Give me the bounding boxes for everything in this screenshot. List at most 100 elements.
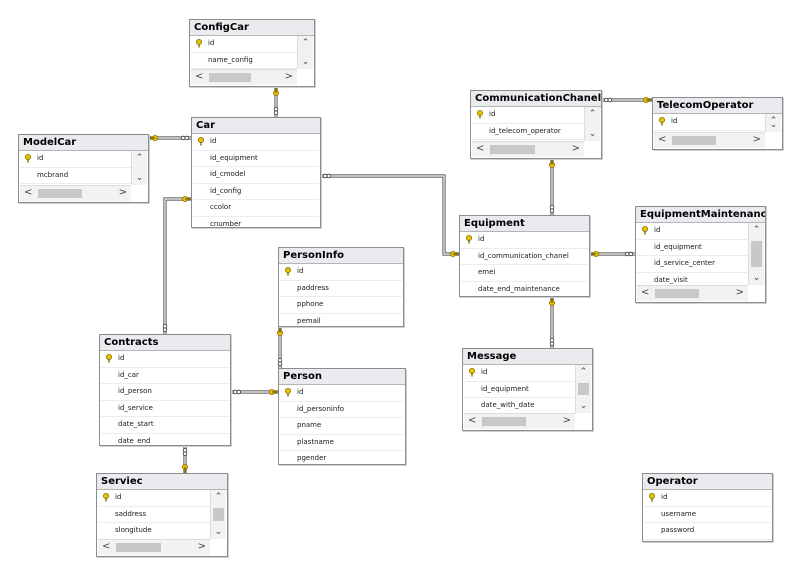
chevron-right-icon[interactable]: >: [284, 71, 293, 82]
column-row[interactable]: id: [654, 114, 765, 131]
column-row[interactable]: id_telecom_operator: [472, 124, 584, 140]
scroll-thumb[interactable]: [490, 145, 535, 154]
column-row[interactable]: id_equipment: [637, 240, 748, 256]
chevron-down-icon[interactable]: ⌄: [752, 273, 761, 283]
column-row[interactable]: pemail: [280, 314, 402, 326]
chevron-down-icon[interactable]: ⌄: [301, 57, 310, 67]
chevron-down-icon[interactable]: ⌄: [135, 173, 144, 183]
vertical-scrollbar[interactable]: ⌃⌄: [748, 223, 764, 285]
column-row[interactable]: id_communication_chanel: [461, 249, 588, 265]
column-row[interactable]: id: [101, 351, 229, 368]
column-row[interactable]: id_equipment: [193, 151, 319, 167]
vertical-scrollbar[interactable]: ⌃⌄: [584, 107, 600, 141]
column-row[interactable]: id: [637, 223, 748, 240]
horizontal-scrollbar[interactable]: <>: [637, 285, 748, 301]
column-row[interactable]: ccolor: [193, 200, 319, 217]
chevron-left-icon[interactable]: <: [102, 541, 111, 552]
column-row[interactable]: id_personinfo: [280, 402, 404, 418]
chevron-left-icon[interactable]: <: [24, 187, 33, 198]
column-row[interactable]: slongitude: [98, 523, 210, 539]
column-row[interactable]: saddress: [98, 507, 210, 523]
vertical-scrollbar[interactable]: ⌃⌄: [210, 490, 226, 539]
scroll-thumb[interactable]: [578, 383, 589, 395]
horizontal-scrollbar[interactable]: <>: [191, 69, 297, 85]
vertical-scrollbar[interactable]: ⌃⌄: [131, 151, 147, 185]
column-row[interactable]: name_config: [191, 53, 297, 69]
column-row[interactable]: mcbrand: [20, 168, 131, 184]
column-row[interactable]: plastname: [280, 435, 404, 451]
chevron-right-icon[interactable]: >: [197, 541, 206, 552]
vertical-scrollbar[interactable]: ⌃⌄: [297, 36, 313, 69]
column-row[interactable]: password: [644, 523, 771, 540]
column-row[interactable]: emei: [461, 265, 588, 282]
horizontal-scrollbar[interactable]: <>: [20, 185, 131, 201]
column-row[interactable]: id: [644, 490, 771, 507]
chevron-down-icon[interactable]: ⌄: [588, 129, 597, 139]
chevron-up-icon[interactable]: ⌃: [579, 367, 588, 377]
scroll-thumb[interactable]: [482, 417, 527, 426]
chevron-up-icon[interactable]: ⌃: [769, 116, 778, 126]
scroll-thumb[interactable]: [38, 189, 83, 198]
vertical-scrollbar[interactable]: ⌃⌄: [575, 365, 591, 413]
column-row[interactable]: pgender: [280, 451, 404, 463]
chevron-left-icon[interactable]: <: [476, 143, 485, 154]
chevron-right-icon[interactable]: >: [752, 134, 761, 145]
column-row[interactable]: id: [280, 264, 402, 281]
column-row[interactable]: id: [191, 36, 297, 53]
scroll-thumb[interactable]: [655, 289, 700, 298]
column-row[interactable]: pname: [280, 418, 404, 435]
chevron-right-icon[interactable]: >: [118, 187, 127, 198]
column-row[interactable]: date_with_date: [464, 398, 575, 413]
scroll-thumb[interactable]: [672, 136, 717, 145]
scroll-thumb[interactable]: [751, 241, 762, 267]
chevron-up-icon[interactable]: ⌃: [301, 38, 310, 48]
column-row[interactable]: date_visit: [637, 273, 748, 286]
column-row[interactable]: id_person: [101, 384, 229, 401]
chevron-up-icon[interactable]: ⌃: [135, 153, 144, 163]
chevron-down-icon[interactable]: ⌄: [214, 527, 223, 537]
column-row[interactable]: id: [464, 365, 575, 382]
column-row[interactable]: id: [193, 134, 319, 151]
column-row[interactable]: cnumber: [193, 217, 319, 227]
column-row[interactable]: id_cmodel: [193, 167, 319, 184]
column-row[interactable]: id_service_center: [637, 256, 748, 273]
column-row[interactable]: id_config: [193, 184, 319, 200]
column-row[interactable]: pphone: [280, 297, 402, 314]
column-row[interactable]: id: [461, 232, 588, 249]
scroll-thumb[interactable]: [213, 508, 224, 521]
chevron-down-icon[interactable]: ⌄: [769, 120, 778, 130]
chevron-up-icon[interactable]: ⌃: [214, 492, 223, 502]
vertical-scrollbar[interactable]: ⌃⌄: [765, 114, 781, 132]
column-row[interactable]: paddress: [280, 281, 402, 297]
column-row[interactable]: id: [20, 151, 131, 168]
column-row[interactable]: id_car: [101, 368, 229, 384]
chevron-left-icon[interactable]: <: [658, 134, 667, 145]
chevron-right-icon[interactable]: >: [735, 287, 744, 298]
horizontal-scrollbar[interactable]: <>: [654, 132, 765, 148]
scroll-thumb[interactable]: [116, 543, 161, 552]
column-row[interactable]: id: [280, 385, 404, 402]
column-row[interactable]: id: [472, 107, 584, 124]
chevron-up-icon[interactable]: ⌃: [752, 225, 761, 235]
horizontal-scrollbar[interactable]: <>: [98, 539, 210, 555]
column-row[interactable]: date_start: [101, 417, 229, 434]
chevron-left-icon[interactable]: <: [468, 415, 477, 426]
column-row[interactable]: id: [98, 490, 210, 507]
column-row[interactable]: id_service: [101, 401, 229, 417]
column-row[interactable]: date_end_maintenance: [461, 282, 588, 296]
chevron-left-icon[interactable]: <: [641, 287, 650, 298]
horizontal-scrollbar[interactable]: <>: [464, 413, 575, 429]
